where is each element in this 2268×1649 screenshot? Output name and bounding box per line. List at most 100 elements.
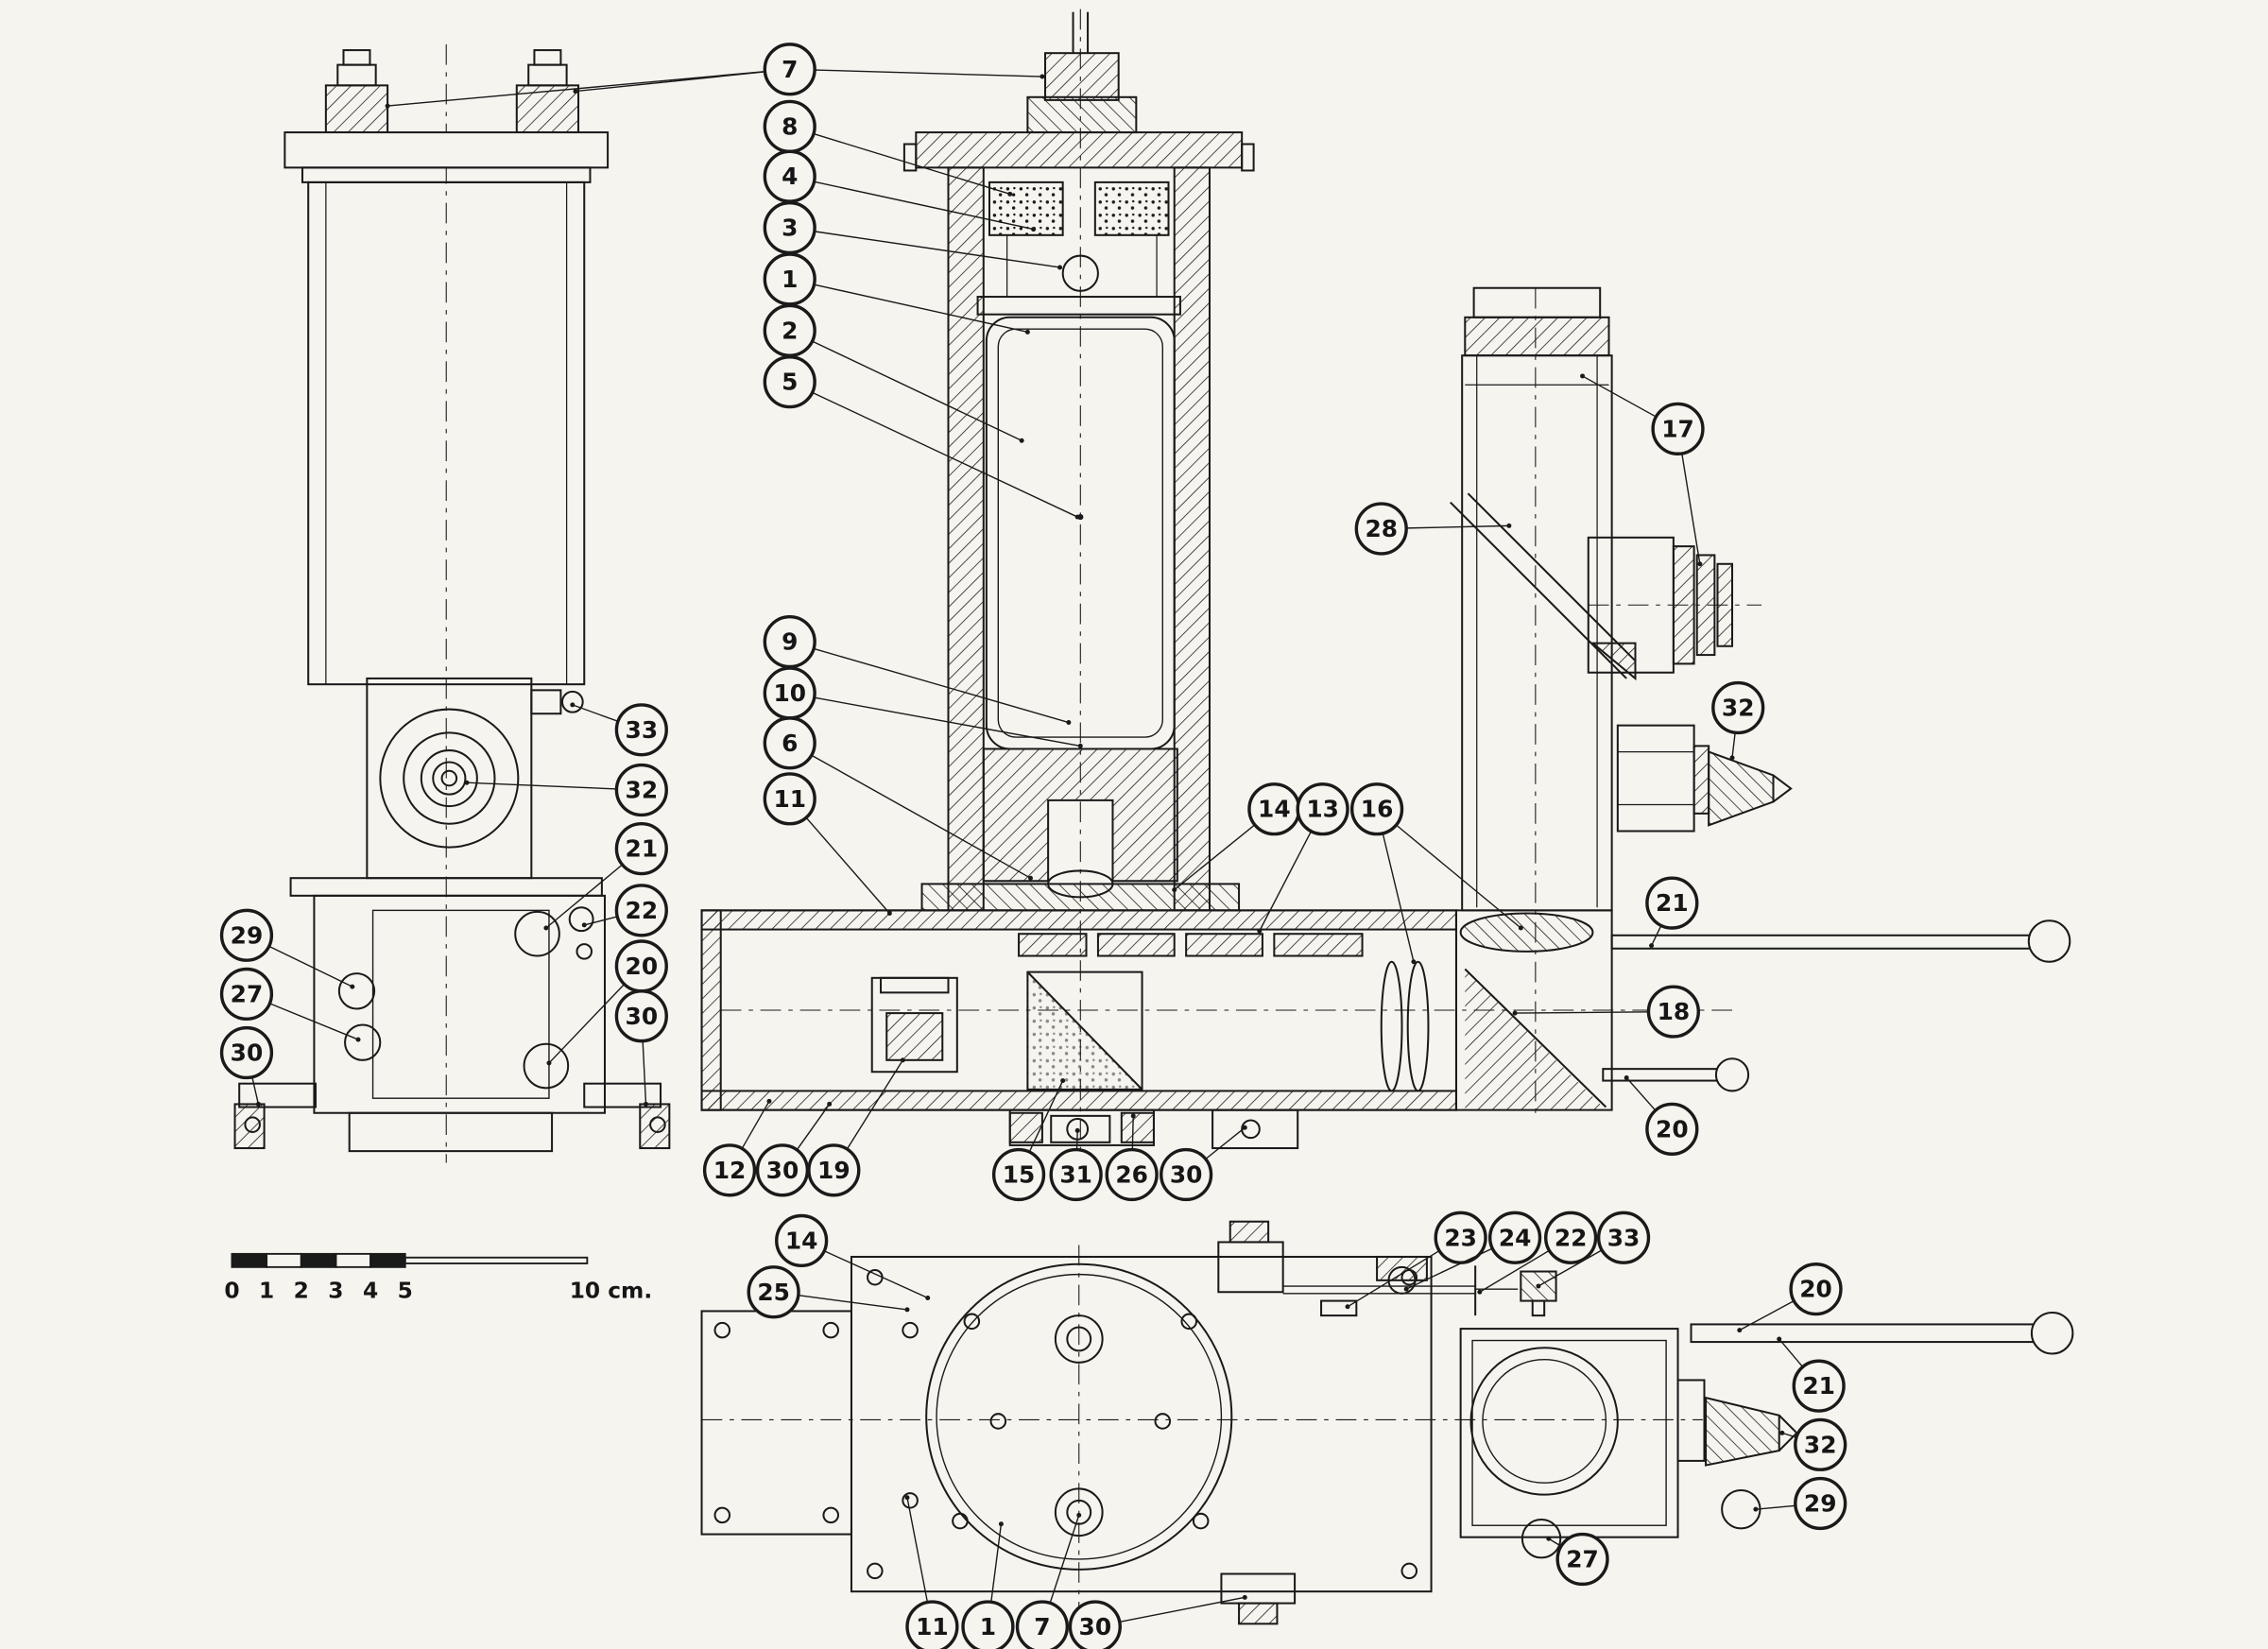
callout-number-18: 18 — [1658, 998, 1691, 1025]
leader-line-7 — [387, 70, 765, 107]
callout-number-5: 5 — [782, 369, 798, 396]
callout-number-11: 11 — [773, 785, 806, 813]
leader-dot — [1477, 1289, 1483, 1295]
leader-dot — [570, 702, 576, 708]
leader-dot — [644, 1101, 648, 1107]
callout-number-17: 17 — [1661, 415, 1694, 442]
leader-dot — [998, 1521, 1004, 1527]
scale-tick-label: 4 — [363, 1278, 378, 1303]
leader-dot — [1624, 1074, 1629, 1080]
leader-dot — [1040, 74, 1045, 79]
callout-circle-11 — [763, 772, 816, 826]
leader-dot — [904, 1495, 910, 1501]
leader-line-12 — [741, 1100, 770, 1149]
callout-number-30: 30 — [1170, 1161, 1203, 1189]
front-view — [233, 43, 671, 1163]
callout-number-20: 20 — [1656, 1115, 1689, 1142]
leader-line-18 — [1515, 1011, 1649, 1014]
callout-circle-29 — [219, 908, 274, 962]
leader-line-16 — [1382, 833, 1415, 962]
callout-circle-29 — [1794, 1476, 1847, 1531]
callout-circle-17 — [1651, 402, 1705, 455]
callout-circle-27 — [1555, 1532, 1609, 1587]
leader-dot — [1019, 438, 1024, 443]
scale-tick-label: 5 — [398, 1278, 413, 1303]
leader-line-30 — [251, 1076, 260, 1105]
leader-dot — [255, 1101, 261, 1107]
callout-number-32: 32 — [626, 777, 659, 804]
callout-number-27: 27 — [231, 980, 264, 1007]
leader-dot — [1057, 265, 1063, 270]
leader-line-29 — [268, 945, 353, 988]
scale-segment — [266, 1252, 302, 1268]
leader-dot — [1536, 1283, 1541, 1289]
callout-circle-18 — [1646, 985, 1700, 1039]
leader-dot — [1066, 720, 1072, 726]
leader-dot — [1777, 1336, 1782, 1342]
leader-dot — [1779, 1430, 1785, 1435]
leader-dot — [766, 1098, 772, 1104]
leader-dot — [904, 1307, 910, 1313]
leader-dot — [900, 1057, 905, 1063]
leader-line-20 — [548, 984, 626, 1064]
leader-line-9 — [813, 647, 1070, 724]
leader-dot — [1649, 943, 1655, 949]
callout-circle-5 — [763, 355, 816, 409]
callout-circle-7 — [763, 43, 816, 96]
leader-dot — [1242, 1594, 1247, 1600]
leader-line-27 — [1548, 1537, 1562, 1547]
callout-number-11: 11 — [916, 1613, 949, 1640]
leader-line-3 — [814, 231, 1060, 268]
callout-circle-21 — [1645, 876, 1699, 930]
leader-line-22 — [584, 916, 618, 926]
callout-number-2: 2 — [782, 317, 798, 344]
callout-circle-26 — [1105, 1147, 1159, 1202]
callout-circle-16 — [1349, 782, 1404, 836]
leader-line-32 — [1781, 1432, 1797, 1438]
leader-dot — [1697, 561, 1703, 567]
callout-circle-22 — [1544, 1211, 1598, 1264]
callout-circle-32 — [614, 763, 668, 817]
leader-line-32 — [1731, 732, 1736, 758]
callout-number-16: 16 — [1361, 796, 1394, 823]
callout-circle-30 — [219, 1025, 274, 1080]
callout-number-9: 9 — [782, 628, 798, 656]
callout-number-6: 6 — [782, 730, 798, 757]
leader-dot — [1512, 1010, 1518, 1016]
leader-line-4 — [814, 180, 1034, 231]
callout-number-22: 22 — [626, 897, 659, 924]
leader-line-26 — [1131, 1115, 1134, 1150]
callout-number-7: 7 — [782, 56, 798, 83]
leader-dot — [1076, 1512, 1082, 1518]
leader-line-15 — [1028, 1080, 1064, 1153]
callout-number-32: 32 — [1804, 1431, 1837, 1458]
leader-line-1 — [990, 1523, 1003, 1603]
callout-number-12: 12 — [713, 1157, 747, 1184]
section-view — [700, 9, 1733, 1184]
callout-circle-21 — [1792, 1359, 1846, 1413]
callout-circle-33 — [614, 703, 668, 757]
leader-line-11 — [805, 816, 890, 914]
leader-line-7 — [1049, 1515, 1080, 1604]
scale-tick-label: 2 — [294, 1278, 309, 1303]
callout-number-31: 31 — [1059, 1161, 1092, 1189]
leader-dot — [1403, 1286, 1409, 1292]
callout-circle-25 — [747, 1265, 800, 1319]
leader-line-17 — [1582, 375, 1657, 418]
callout-circle-14 — [775, 1213, 829, 1268]
leader-dot — [543, 925, 549, 931]
leader-line-33 — [1538, 1249, 1603, 1287]
leader-dot — [1729, 755, 1735, 761]
leader-line-28 — [1406, 524, 1509, 529]
leader-line-30 — [1205, 1126, 1246, 1160]
leader-line-7 — [815, 69, 1042, 77]
callout-number-19: 19 — [817, 1157, 850, 1184]
leader-line-13 — [1259, 831, 1313, 932]
callout-circle-1 — [961, 1600, 1015, 1649]
callout-number-30: 30 — [231, 1039, 264, 1067]
leader-line-10 — [814, 696, 1081, 747]
leader-dot — [1077, 743, 1083, 748]
leader-line-5 — [812, 391, 1078, 518]
leader-line-30 — [1119, 1596, 1246, 1623]
